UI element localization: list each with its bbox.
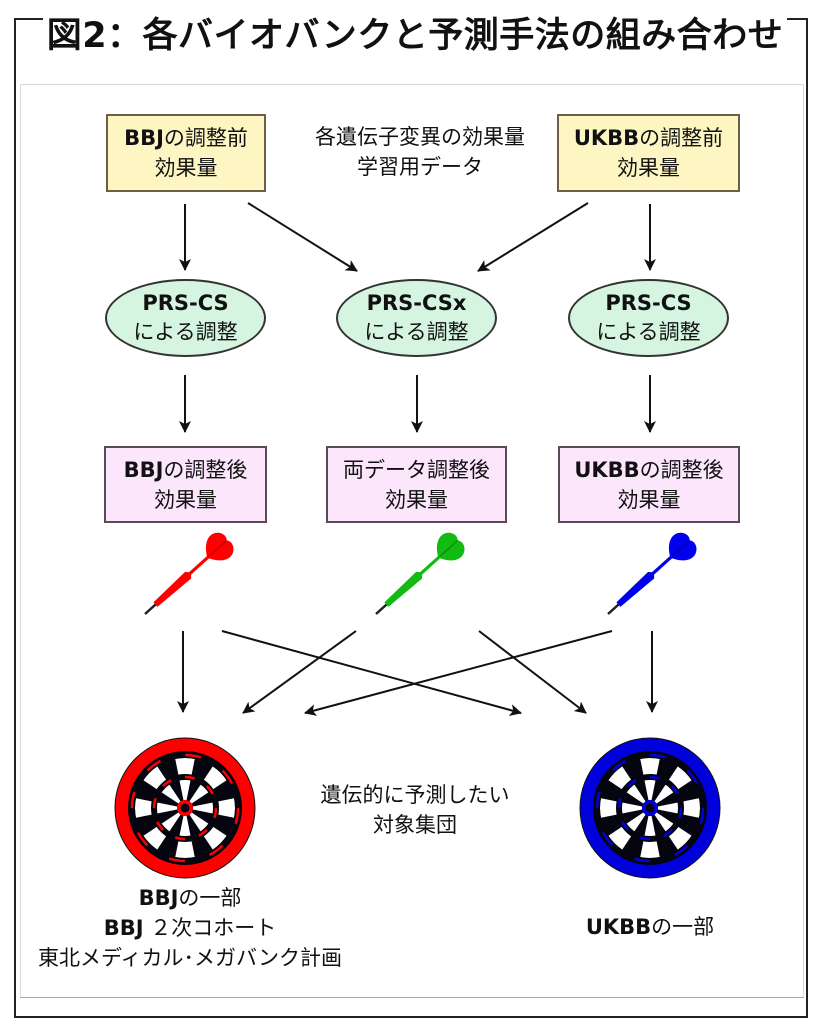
caption-line3: 東北メディカル･メガバンク計画 [37, 946, 343, 970]
ukbb-target-caption: UKBBの一部 [540, 912, 760, 942]
bbj-adjusted-effect-box: BBJの調整後 効果量 [104, 446, 267, 523]
both-dart-icon [375, 532, 465, 615]
ukbb-target-icon [579, 737, 721, 879]
bbj-target-icon [114, 737, 256, 879]
target-population-line1: 遺伝的に予測したい [320, 783, 510, 807]
method-prs-cs-ukbb: PRS-CS による調整 [568, 279, 729, 357]
training-data-label: 各遺伝子変異の効果量 学習用データ [290, 122, 550, 182]
arrow-bbj-to-prscsx [247, 202, 358, 272]
ukbb-adjusted-effect-box: UKBBの調整後 効果量 [558, 446, 740, 523]
caption-bold: UKBB [585, 915, 652, 939]
arrow-bbj-dart-to-ukbb [221, 630, 522, 716]
bbj-raw-bold: BBJ [124, 126, 164, 150]
ukbb-dart-icon [607, 532, 697, 615]
diagram-panel [20, 84, 804, 998]
ukbb-adj-line2: 効果量 [617, 487, 681, 512]
ukbb-adj-bold: UKBB [574, 457, 640, 482]
caption-rest: ２次コホート [150, 916, 277, 940]
figure-title: 図2：各バイオバンクと予測手法の組み合わせ [0, 14, 830, 58]
method-name: PRS-CS [142, 291, 229, 315]
ukbb-adj-rest: の調整後 [639, 457, 724, 482]
both-adjusted-effect-box: 両データ調整後 効果量 [326, 446, 507, 523]
method-desc: による調整 [133, 320, 238, 344]
training-data-line1: 各遺伝子変異の効果量 [315, 125, 525, 149]
method-name: PRS-CSx [366, 291, 467, 315]
training-data-line2: 学習用データ [357, 155, 483, 179]
method-desc: による調整 [596, 320, 701, 344]
arrow-both-dart-to-bbj [242, 630, 357, 714]
method-desc: による調整 [364, 320, 469, 344]
bbj-adj-bold: BBJ [123, 457, 164, 482]
both-adj-rest: 両データ調整後 [343, 457, 490, 482]
bbj-adj-rest: の調整後 [163, 457, 248, 482]
ukbb-raw-line2: 効果量 [617, 156, 680, 180]
caption-rest: の一部 [178, 886, 242, 910]
arrow-ukbb-to-prscsx [477, 202, 589, 272]
bbj-raw-line2: 効果量 [154, 156, 218, 180]
target-population-label: 遺伝的に予測したい 対象集団 [290, 780, 540, 840]
ukbb-raw-bold: UKBB [573, 126, 640, 150]
caption-bold: BBJ [138, 886, 179, 910]
bbj-adj-line2: 効果量 [154, 487, 217, 512]
arrow-ukbb-dart-to-bbj [304, 630, 613, 716]
method-prs-cs-bbj: PRS-CS による調整 [105, 279, 266, 357]
ukbb-raw-effect-box: UKBBの調整前 効果量 [557, 114, 740, 192]
ukbb-raw-rest: の調整前 [639, 126, 724, 150]
method-name: PRS-CS [605, 291, 692, 315]
target-population-line2: 対象集団 [373, 813, 457, 837]
method-prs-csx: PRS-CSx による調整 [336, 279, 497, 357]
bbj-dart-icon [144, 532, 234, 615]
arrow-both-dart-to-ukbb [478, 630, 587, 714]
caption-bold: BBJ [103, 916, 144, 940]
bbj-target-caption: BBJの一部 BBJ ２次コホート 東北メディカル･メガバンク計画 [10, 883, 370, 973]
bbj-raw-rest: の調整前 [163, 126, 248, 150]
both-adj-line2: 効果量 [385, 487, 448, 512]
bbj-raw-effect-box: BBJの調整前 効果量 [106, 114, 266, 192]
caption-rest: の一部 [651, 915, 715, 939]
